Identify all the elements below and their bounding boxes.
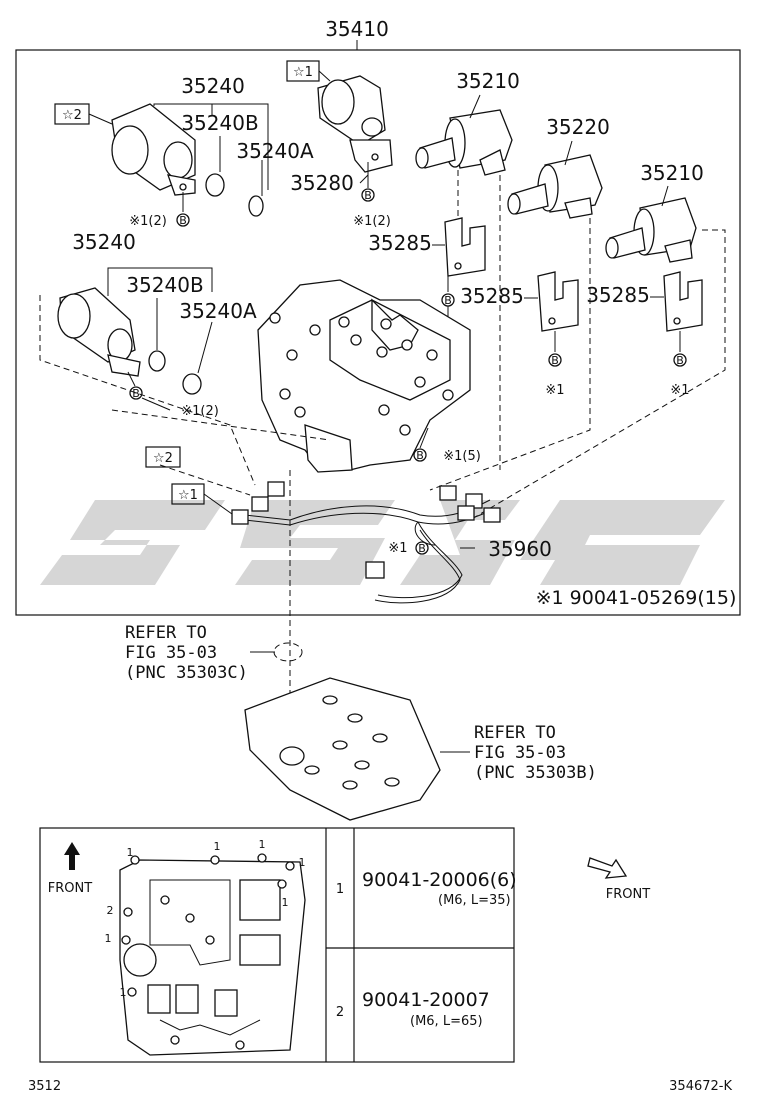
bracket-35285-b: [537, 271, 579, 332]
bolt-marker-2: B: [364, 189, 372, 202]
table-row-2-spec: (M6, L=65): [410, 1014, 483, 1029]
label-35240-mid: 35240: [72, 230, 136, 254]
front-label-table: FRONT: [48, 881, 92, 896]
o-ring-35240B-mid: [148, 350, 166, 372]
label-35960: 35960: [488, 537, 552, 561]
refer-1-line3: (PNC 35303C): [125, 663, 248, 683]
star1-label-mid: ☆1: [178, 488, 198, 503]
label-35240-top: 35240: [181, 74, 245, 98]
label-35240B-mid: 35240B: [126, 273, 203, 297]
solenoid-35240-mid: [57, 287, 141, 377]
o-ring-35240A-mid: [182, 373, 202, 395]
bolt-note-1: ※1(2): [129, 214, 167, 229]
table-row-2-key: 2: [336, 1005, 344, 1020]
bracket-35285-a: [444, 217, 486, 277]
bolt-note-8: ※1: [388, 541, 407, 556]
label-35280: 35280: [290, 171, 354, 195]
callout-8: 1: [282, 896, 289, 909]
o-ring-35240B-top: [205, 173, 225, 197]
callout-6: 1: [105, 932, 112, 945]
front-label-right: FRONT: [606, 887, 650, 902]
solenoid-35220: [507, 154, 603, 219]
bolt-marker-7: B: [416, 449, 424, 462]
solenoid-35240-top: [111, 103, 196, 196]
refer-2-line1: REFER TO: [474, 723, 556, 743]
table-row-2-part: 90041-20007: [362, 989, 490, 1011]
front-arrow-table: [64, 842, 80, 870]
bolt-marker-1: B: [179, 214, 187, 227]
table-row-1-part: 90041-20006(6): [362, 869, 517, 891]
label-35285-a: 35285: [368, 231, 432, 255]
gasket-ref-ring: [273, 642, 303, 662]
refer-2-line2: FIG 35-03: [474, 743, 566, 763]
bolt-marker-3: B: [444, 294, 452, 307]
o-ring-35240A-top: [248, 195, 264, 217]
callout-5: 2: [107, 904, 114, 917]
separator-plate: [244, 677, 441, 821]
bolt-note-5: ※1: [670, 383, 689, 398]
wire-harness-35960: [231, 481, 501, 604]
bolt-table-frame: [39, 827, 515, 1063]
label-35240A-top: 35240A: [236, 139, 314, 163]
assembly-number: 35410: [325, 17, 389, 41]
label-35210-a: 35210: [456, 69, 520, 93]
front-arrow-icon: [587, 857, 628, 879]
star2-tag-mid: [145, 446, 181, 468]
bolt-note-2: ※1(2): [353, 214, 391, 229]
table-row-1-spec: (M6, L=35): [438, 893, 511, 908]
star1-label-top: ☆1: [293, 65, 313, 80]
table-row-1-key: 1: [336, 882, 344, 897]
label-35240B-top: 35240B: [181, 111, 258, 135]
bolt-marker-5: B: [676, 354, 684, 367]
solenoid-35210-b: [605, 197, 697, 263]
solenoid-35210-a: [415, 109, 513, 176]
bolt-marker-6: B: [132, 387, 140, 400]
label-35220: 35220: [546, 115, 610, 139]
fastener-note: ※1 90041-05269(15): [536, 587, 737, 609]
callout-3: 1: [259, 838, 266, 851]
bolt-note-4: ※1: [545, 383, 564, 398]
valve-body-top-view: [119, 853, 306, 1056]
refer-1-line1: REFER TO: [125, 623, 207, 643]
refer-2-line3: (PNC 35303B): [474, 763, 597, 783]
label-35210-b: 35210: [640, 161, 704, 185]
bolt-marker-4: B: [551, 354, 559, 367]
label-35285-b: 35285: [460, 284, 524, 308]
star2-label-top: ☆2: [62, 108, 82, 123]
footer-right: 354672-K: [669, 1079, 732, 1094]
callout-4: 1: [299, 856, 306, 869]
assembly-frame: [15, 49, 741, 616]
callout-7: 1: [120, 986, 127, 999]
refer-1-line2: FIG 35-03: [125, 643, 217, 663]
callout-1: 1: [127, 846, 134, 859]
footer-left: 3512: [28, 1079, 61, 1094]
callout-2: 1: [214, 840, 221, 853]
valve-body: [257, 279, 471, 473]
bracket-35285-c: [663, 271, 703, 332]
solenoid-35280: [317, 75, 393, 173]
bolt-note-7: ※1(5): [443, 449, 481, 464]
star2-label-mid: ☆2: [153, 451, 173, 466]
label-35240A-mid: 35240A: [179, 299, 257, 323]
label-35285-c: 35285: [586, 283, 650, 307]
bolt-marker-8: B: [418, 542, 426, 555]
bolt-note-6: ※1(2): [181, 404, 219, 419]
watermark-logo: [40, 500, 725, 585]
